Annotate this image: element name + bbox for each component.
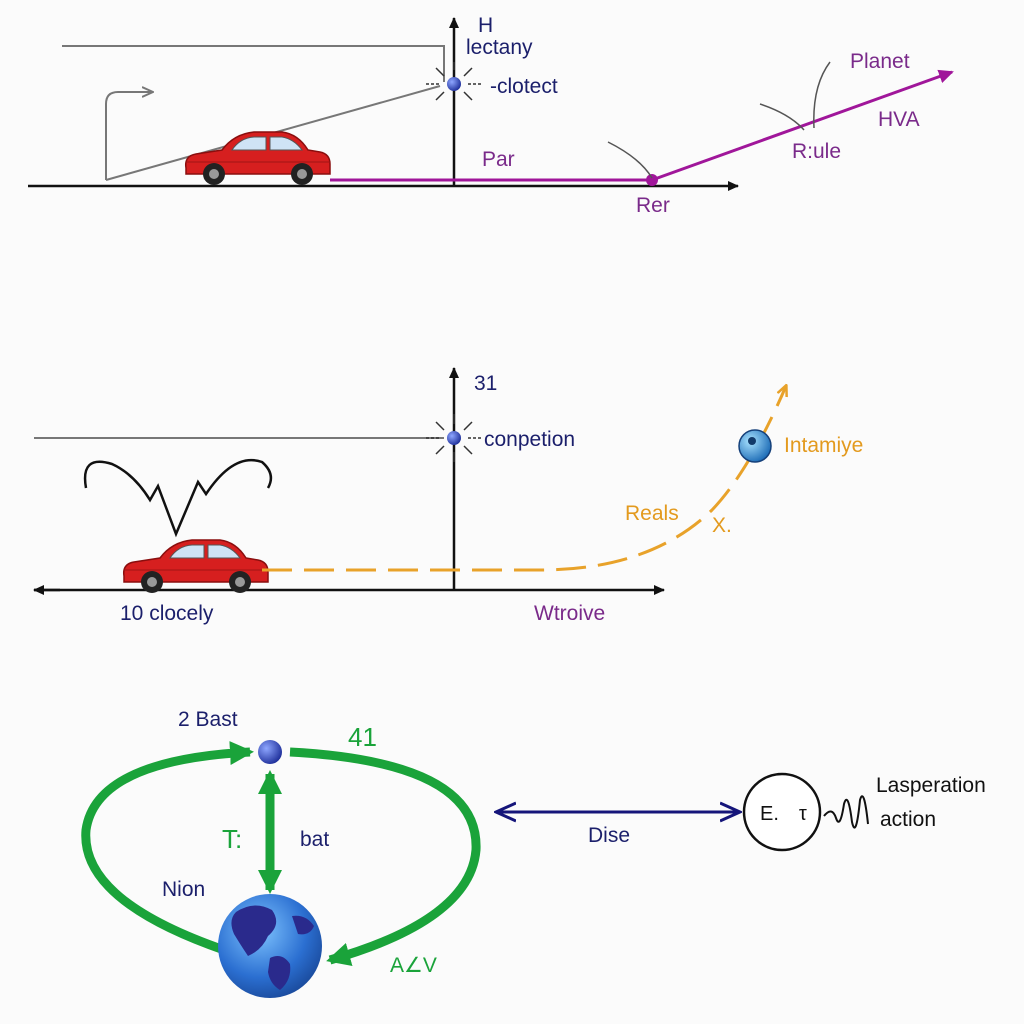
panel2-star-label: conpetion xyxy=(484,428,575,451)
panel1-magenta-rising xyxy=(651,69,954,182)
cycle-top-node xyxy=(258,740,282,764)
panel-1: H lectany -clotect Par Rer R:ule Planet … xyxy=(28,14,954,217)
vertical-label-left: T: xyxy=(222,824,242,854)
panel1-curve-left xyxy=(607,141,653,179)
panel1-point-label: Rer xyxy=(636,194,670,217)
panel2-x-mark: X. xyxy=(712,514,732,537)
panel1-curve-label: R:ule xyxy=(792,140,841,163)
panel1-path-label: Par xyxy=(482,148,515,171)
panel1-point xyxy=(646,174,658,186)
panel1-star-label: -clotect xyxy=(490,75,558,98)
side-label-line2: action xyxy=(880,808,936,831)
panel-2: 31 conpetion Intamiye Reals X. 10 clocel… xyxy=(33,367,863,625)
panel1-axis-label: H xyxy=(478,14,493,37)
panel1-star-node xyxy=(426,62,482,101)
top-node-label: 2 Bast xyxy=(178,708,238,731)
panel1-hook-arrow xyxy=(105,92,152,180)
panel2-axis-label-right: Wtroive xyxy=(534,602,605,625)
panel2-zigzag xyxy=(83,458,273,538)
vertical-label-right: bat xyxy=(300,828,329,851)
panel2-car xyxy=(122,539,269,594)
cycle-left-label: Nion xyxy=(162,878,205,901)
panel1-curve-mid xyxy=(759,103,805,131)
side-label-line1: Lasperation xyxy=(876,774,986,797)
panel2-planet xyxy=(738,429,772,463)
panel1-top-guide xyxy=(62,45,445,82)
cycle-arc-left xyxy=(81,741,254,955)
wave-squiggle xyxy=(823,795,869,829)
panel-3: 2 Bast 41 T: bat Nion A∠V Dise E. τ Lasp… xyxy=(81,708,986,998)
cycle-arc-right xyxy=(289,747,481,967)
panel1-car xyxy=(184,131,331,186)
dise-label: Dise xyxy=(588,824,630,847)
panel1-planet-label: Planet xyxy=(850,50,910,73)
panel1-star-label-top: lectany xyxy=(466,36,533,59)
panel2-car-label: 10 clocely xyxy=(120,602,214,625)
cycle-bottom-label: A∠V xyxy=(390,954,437,977)
panel2-curve-label: Reals xyxy=(625,502,679,525)
panel2-axis-label: 31 xyxy=(474,372,497,395)
et-circle xyxy=(742,772,822,852)
cycle-top-label: 41 xyxy=(348,722,377,752)
et-circle-text: E. τ xyxy=(760,803,807,825)
panel1-arrow-label: HVA xyxy=(878,108,920,131)
panel1-curve-right xyxy=(813,61,831,129)
earth-globe xyxy=(218,894,322,998)
panel2-planet-label: Intamiye xyxy=(784,434,863,457)
panel2-star-node xyxy=(426,414,482,462)
panel2-orange-path xyxy=(262,386,786,572)
